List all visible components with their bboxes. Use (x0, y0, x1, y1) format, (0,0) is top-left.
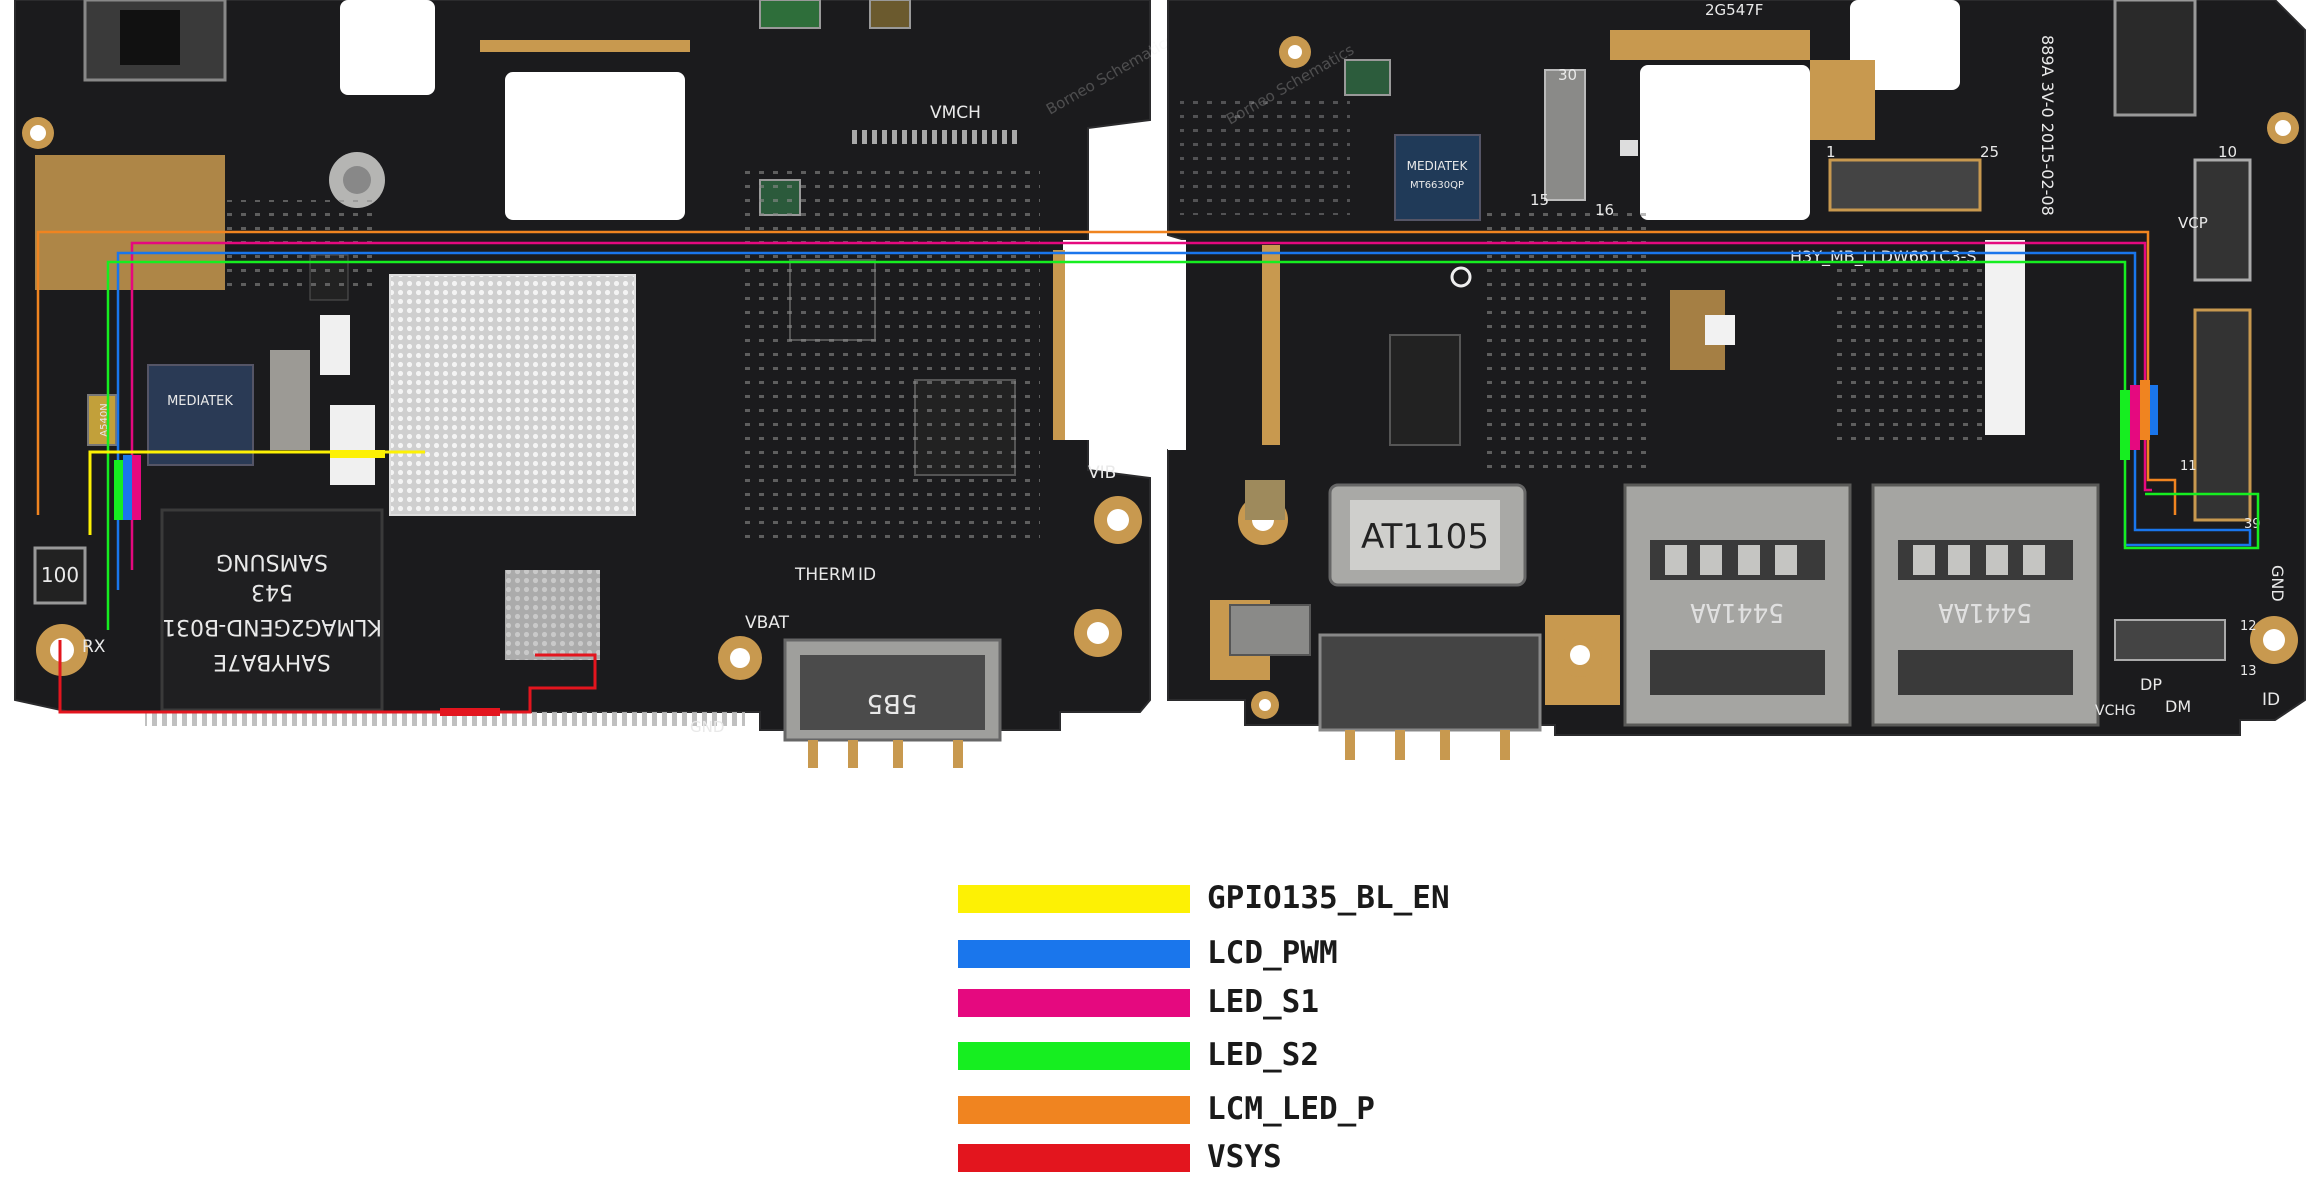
chip-memory-line4: SAHYBA7E (213, 649, 330, 674)
legend-swatch-lcd-pwm (958, 940, 1190, 968)
chip-memory-line1: SAMSUNG (216, 549, 328, 574)
label-pin-15: 15 (1530, 191, 1549, 209)
label-pin-39: 39 (2244, 517, 2261, 532)
legend-swatch-gpio135-bl-en (958, 885, 1190, 913)
legend-item-led-s2: LED_S2 (958, 1037, 1319, 1073)
sim-left-label: 5441AA (1690, 597, 1784, 627)
trace-led-s2 (106, 260, 2260, 630)
label-pin-13: 13 (2240, 664, 2257, 679)
label-vcp: VCP (2178, 214, 2208, 232)
label-vib: VIB (1088, 463, 1116, 483)
legend-label-gpio135-bl-en: GPIO135_BL_EN (1207, 880, 1450, 916)
legend-label-led-s1: LED_S1 (1207, 984, 1319, 1020)
connector-left-label: 5B5 (867, 688, 918, 718)
trace-led-s1 (130, 241, 2152, 570)
label-pin-16: 16 (1595, 201, 1614, 219)
left-board: SAHYBA7E KLMAG2GEND-B031 543 SAMSUNG MED… (14, 0, 1177, 768)
legend-swatch-vsys (958, 1144, 1190, 1172)
trace-lcd-pwm (116, 251, 2252, 590)
legend-item-led-s1: LED_S1 (958, 984, 1319, 1020)
label-gnd-left: GND (690, 718, 724, 736)
label-id-left: ID (858, 565, 876, 585)
label-pin-11: 11 (2180, 459, 2197, 474)
legend-label-lcd-pwm: LCD_PWM (1207, 935, 1338, 971)
label-dp: DP (2140, 675, 2162, 694)
legend-label-led-s2: LED_S2 (1207, 1037, 1319, 1073)
legend: GPIO135_BL_EN LCD_PWM LED_S1 LED_S2 LCM_… (958, 880, 1450, 1175)
label-id-right: ID (2262, 690, 2280, 710)
chip-mediatek-left: MEDIATEK (167, 394, 233, 409)
sim-slot-left: 5441AA (1623, 483, 1852, 727)
legend-item-lcd-pwm: LCD_PWM (958, 935, 1338, 971)
legend-item-gpio135-bl-en: GPIO135_BL_EN (958, 880, 1450, 916)
legend-swatch-lcm-led-p (958, 1096, 1190, 1124)
label-vmch: VMCH (930, 103, 981, 123)
legend-label-lcm-led-p: LCM_LED_P (1207, 1091, 1375, 1127)
sim-slot-right: 5441AA (1871, 483, 2100, 727)
label-dm: DM (2165, 697, 2191, 716)
trace-vsys (58, 640, 597, 714)
label-pin-1: 1 (1826, 143, 1836, 161)
signal-traces (36, 230, 2260, 716)
trace-lcm-led-p (36, 230, 2177, 515)
legend-swatch-led-s1 (958, 989, 1190, 1017)
chip-memory-line3: KLMAG2GEND-B031 (162, 614, 382, 639)
trace-gpio135-bl-en (88, 450, 425, 535)
label-gnd-right: GND (2268, 565, 2287, 602)
chip-memory-line2: 543 (251, 579, 293, 604)
right-board: MEDIATEK MT6630QP AT1105 5441AA 54 (1167, 0, 2306, 760)
label-rx: RX (82, 637, 106, 657)
sim-right-label: 5441AA (1938, 597, 2032, 627)
chip-at1105: AT1105 (1361, 517, 1489, 557)
label-vchg: VCHG (2095, 703, 2136, 719)
label-therm: THERM (794, 565, 855, 585)
date-code-label: 889A 3V-0 2015-02-08 (2038, 35, 2057, 216)
label-pin-30: 30 (1558, 66, 1577, 84)
label-pin-10: 10 (2218, 143, 2237, 161)
legend-swatch-led-s2 (958, 1042, 1190, 1070)
top-code-label: 2G547F (1705, 1, 1763, 19)
chip-mediatek-right-part: MT6630QP (1410, 180, 1464, 191)
legend-label-vsys: VSYS (1207, 1139, 1282, 1175)
legend-item-lcm-led-p: LCM_LED_P (958, 1091, 1375, 1127)
label-vbat: VBAT (745, 613, 790, 633)
chip-mediatek-right: MEDIATEK (1407, 159, 1469, 173)
board-code-label: H3Y_MB_LLDW661C3-S (1790, 247, 1977, 267)
label-pin-12: 12 (2240, 619, 2257, 634)
legend-item-vsys: VSYS (958, 1139, 1282, 1175)
label-pin-25: 25 (1980, 143, 1999, 161)
coil-label: 100 (41, 563, 79, 587)
ic-left-side-label: A540N (99, 403, 110, 436)
